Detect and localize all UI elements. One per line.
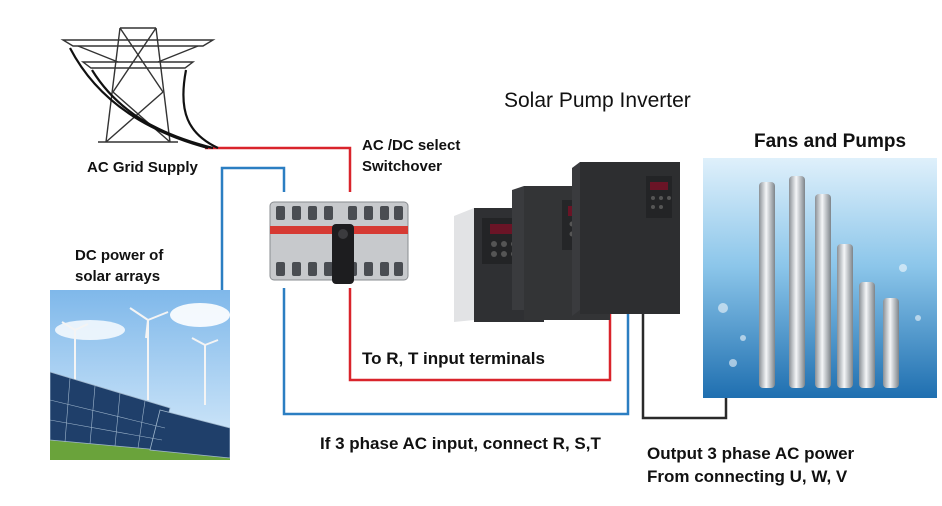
switch-label-line2: Switchover: [362, 158, 443, 175]
grid-supply-label: AC Grid Supply: [87, 159, 198, 176]
transmission-tower-icon: [60, 27, 219, 150]
rt-terminals-label: To R, T input terminals: [362, 349, 545, 368]
three-phase-input-label: If 3 phase AC input, connect R, S,T: [320, 434, 601, 453]
red-wire-to-inverter: [348, 288, 612, 382]
diagram-title: Solar Pump Inverter: [504, 89, 691, 112]
submersible-pumps-image: [703, 158, 937, 398]
blue-wire-dc: [220, 166, 286, 290]
dc-power-label-line1: DC power of: [75, 247, 164, 264]
ac-dc-switch-image: [269, 201, 409, 284]
black-wire-output: [641, 310, 728, 420]
fans-pumps-label: Fans and Pumps: [754, 131, 907, 152]
output-label-line2: From connecting U, W, V: [647, 467, 848, 486]
dc-power-label-line2: solar arrays: [75, 268, 161, 285]
blue-wire-to-inverter: [282, 288, 630, 416]
output-label-line1: Output 3 phase AC power: [647, 444, 855, 463]
switch-label-line1: AC /DC select: [362, 137, 461, 154]
solar-panel-array-image: [50, 290, 230, 460]
solar-pump-inverter-image: [454, 162, 680, 322]
red-wire-grid: [205, 146, 352, 192]
